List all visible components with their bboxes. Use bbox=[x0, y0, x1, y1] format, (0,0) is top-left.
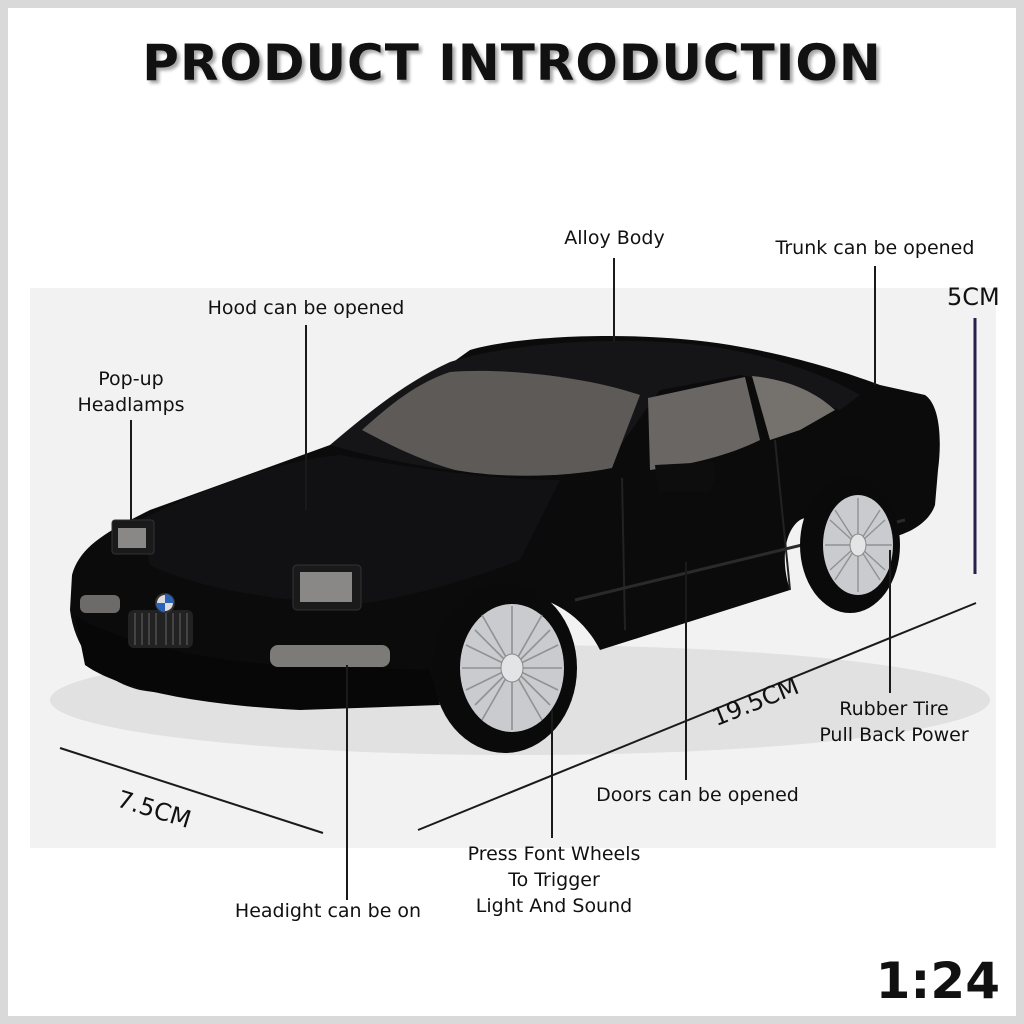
popup-headlamps-label: Pop-up Headlamps bbox=[70, 366, 192, 418]
wheels-label: Press Font Wheels To Trigger Light And S… bbox=[458, 841, 650, 919]
callout-lines bbox=[59, 258, 977, 900]
rear-wheel bbox=[800, 477, 900, 613]
alloy-body-label: Alloy Body bbox=[564, 227, 665, 249]
doors-label: Doors can be opened bbox=[596, 784, 799, 806]
kidney-grille bbox=[128, 610, 193, 648]
windshield bbox=[362, 370, 640, 476]
trunk-label: Trunk can be opened bbox=[775, 237, 975, 259]
side-window-rear bbox=[752, 376, 835, 440]
rubber-tire-line-1: Rubber Tire bbox=[839, 698, 949, 720]
wheels-line-1: Press Font Wheels bbox=[467, 843, 641, 865]
front-wheel bbox=[433, 583, 577, 753]
hood-surface bbox=[140, 455, 560, 605]
side-mirror bbox=[655, 462, 716, 492]
front-bumper bbox=[75, 615, 440, 710]
height-dimension-label: 5CM bbox=[947, 283, 1000, 311]
length-dimension-line bbox=[417, 602, 977, 831]
popup-headlamps-line-1: Pop-up bbox=[98, 368, 164, 390]
popup-headlamps-line-2: Headlamps bbox=[77, 394, 185, 416]
rubber-tire-label: Rubber Tire Pull Back Power bbox=[810, 696, 978, 748]
page-title: PRODUCT INTRODUCTION bbox=[142, 34, 882, 92]
width-dimension-line bbox=[59, 747, 324, 834]
rubber-tire-line-2: Pull Back Power bbox=[819, 724, 969, 746]
wheels-line-2: To Trigger bbox=[508, 869, 600, 891]
side-window-front bbox=[648, 377, 760, 470]
car-model bbox=[70, 335, 940, 753]
door-seam bbox=[621, 439, 791, 631]
headlight-label: Headight can be on bbox=[234, 900, 422, 922]
wheels-line-3: Light And Sound bbox=[475, 895, 633, 917]
hood-label: Hood can be opened bbox=[207, 297, 405, 319]
scale-ratio: 1:24 bbox=[875, 952, 1000, 1010]
headlight-lens bbox=[270, 645, 390, 667]
